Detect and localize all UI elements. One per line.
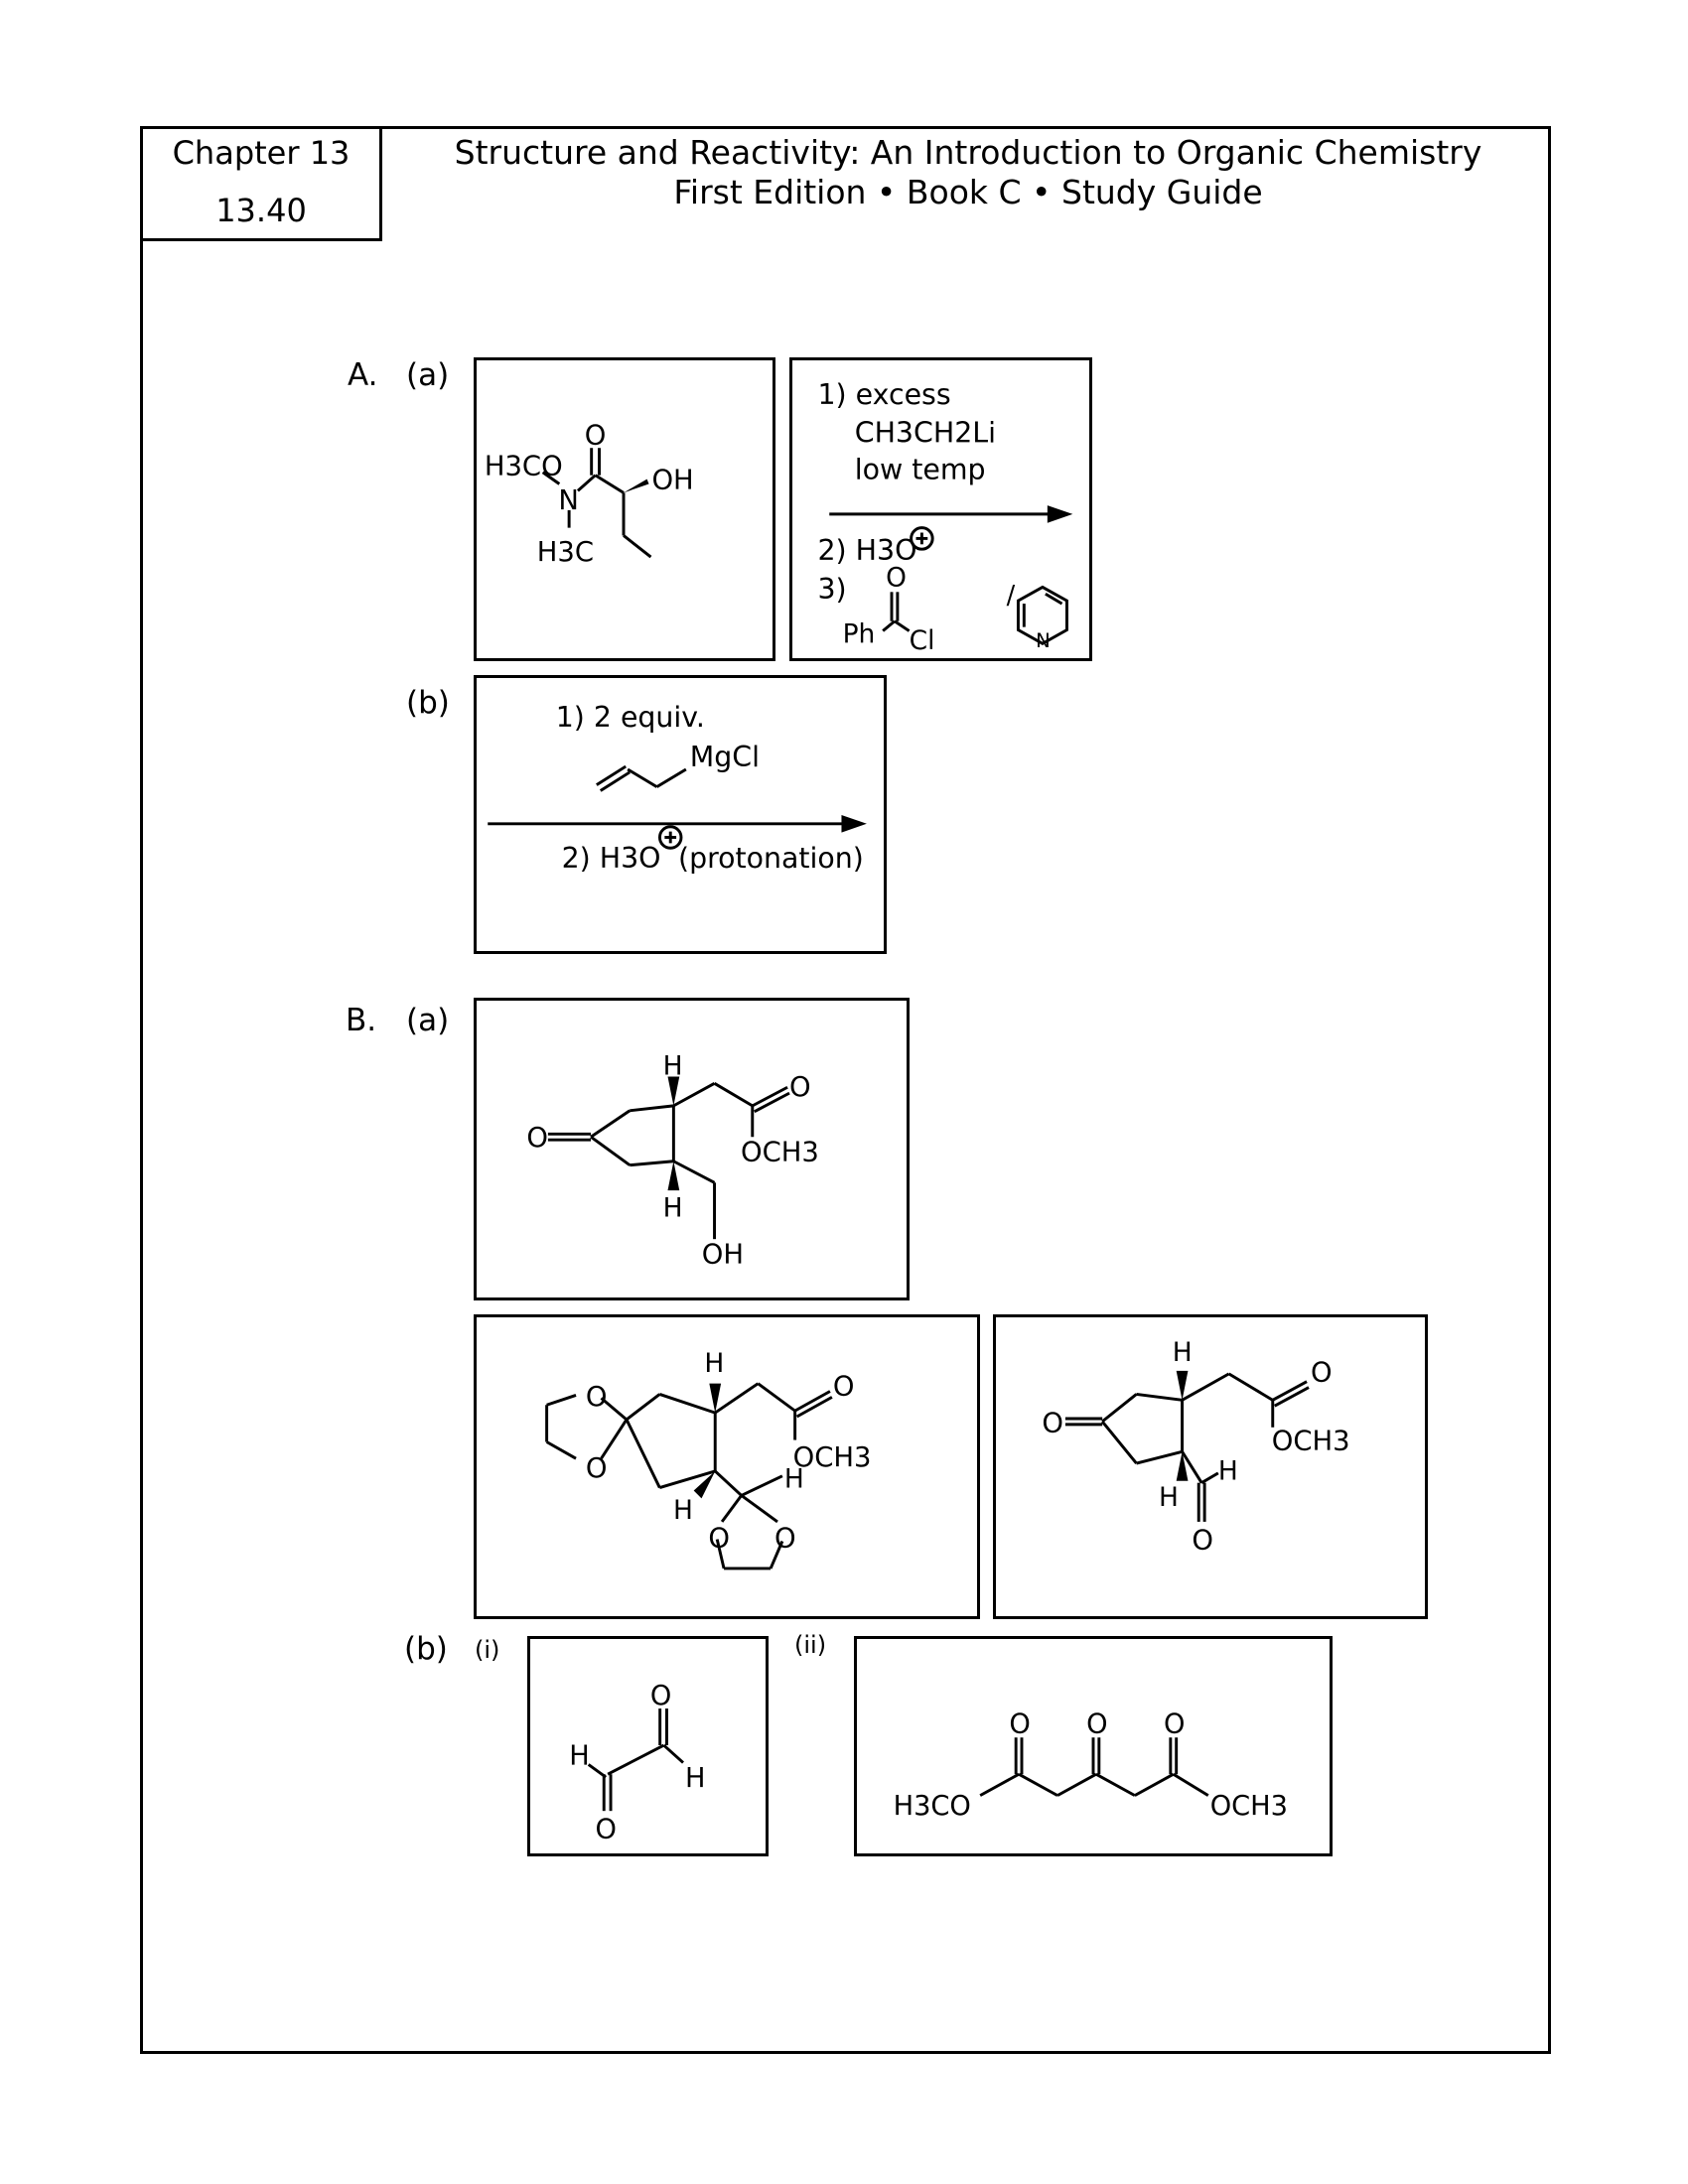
part-a-a-label: (a) xyxy=(406,357,450,393)
right-ketone-o-text: O xyxy=(1042,1409,1063,1439)
keto-aldehyde-structure: O H H H O O OCH3 xyxy=(993,1314,1428,1619)
right-och3-text: OCH3 xyxy=(1272,1426,1350,1456)
reaction-arrow-head xyxy=(1047,505,1073,523)
acetal-h-text: H xyxy=(784,1464,804,1495)
problem-number: 13.40 xyxy=(215,192,307,229)
acetal-o2-text: O xyxy=(586,1453,608,1484)
ketone-o-text: O xyxy=(526,1123,548,1154)
keto-aldehyde-drawing: O H H H O O OCH3 xyxy=(1042,1337,1350,1556)
dione-o1-text: O xyxy=(1009,1708,1030,1739)
aldehyde-o-text: O xyxy=(1192,1525,1213,1556)
book-title: Structure and Reactivity: An Introductio… xyxy=(454,133,1482,172)
part-b-a-label: (a) xyxy=(406,1003,450,1038)
nitrogen-text: N xyxy=(558,485,579,516)
allyl-chain xyxy=(596,764,687,792)
right-methoxy-text: OCH3 xyxy=(1210,1791,1288,1822)
methoxy-text: H3CO xyxy=(485,452,563,482)
glyoxal-h2-text: H xyxy=(685,1763,705,1794)
section-a-label: A. xyxy=(348,357,378,393)
b-plus-charge-icon xyxy=(657,825,683,850)
part-a-b-label: (b) xyxy=(406,685,450,721)
carbonyl-o-text: O xyxy=(585,420,607,451)
slash-text: / xyxy=(1007,581,1016,611)
glyoxal-o1-text: O xyxy=(650,1681,671,1711)
step3-text: 3) xyxy=(817,573,846,606)
part-b-b-i-label: (i) xyxy=(475,1636,500,1664)
alcohol-text: OH xyxy=(702,1240,744,1271)
part-b-b-label: (b) xyxy=(404,1631,448,1667)
acetal-o1-text: O xyxy=(586,1382,608,1413)
left-ester-o-text: O xyxy=(833,1371,855,1402)
left-methoxy-text: H3CO xyxy=(894,1791,971,1822)
left-top-h-text: H xyxy=(704,1348,724,1379)
reagents-a-drawing: 1) excess CH3CH2Li low temp 2) H3O 3) O … xyxy=(817,378,1073,656)
book-subtitle: First Edition • Book C • Study Guide xyxy=(673,173,1263,211)
glyoxal-o2-text: O xyxy=(595,1814,616,1844)
section-b-label: B. xyxy=(346,1003,377,1038)
bis-acetal-structure: O O H H H O O O OCH3 xyxy=(474,1314,980,1619)
chloride-text: Cl xyxy=(910,625,935,656)
b-step1-text: 1) 2 equiv. xyxy=(556,701,705,734)
aldehyde-h-text: H xyxy=(1218,1456,1238,1487)
right-ester-o-text: O xyxy=(1311,1358,1333,1389)
top-h-text: H xyxy=(663,1051,683,1082)
acetal-o3-text: O xyxy=(708,1523,730,1554)
right-bottom-h-text: H xyxy=(1159,1482,1179,1513)
ethyllithium-text: CH3CH2Li xyxy=(855,416,996,449)
left-och3-text: OCH3 xyxy=(793,1442,872,1473)
plus-charge-icon xyxy=(910,526,934,551)
dione-o3-text: O xyxy=(1164,1708,1185,1739)
reagents-box-a: 1) excess CH3CH2Li low temp 2) H3O 3) O … xyxy=(789,357,1092,661)
glyoxal-h1-text: H xyxy=(569,1740,589,1771)
reagents-b-drawing: 1) 2 equiv. MgCl 2) H3O (protonation) xyxy=(488,701,867,875)
low-temp-text: low temp xyxy=(855,454,986,486)
bottom-h-text: H xyxy=(663,1193,683,1224)
chapter-label: Chapter 13 xyxy=(172,134,351,172)
phenyl-text: Ph xyxy=(843,618,876,649)
step1-text: 1) excess xyxy=(817,378,950,411)
pyridine-ring xyxy=(1016,585,1068,645)
b-arrow-head xyxy=(841,814,867,833)
weinreb-amide-structure: H3CO N H3C O OH xyxy=(474,357,775,661)
chapter-box: Chapter 13 13.40 xyxy=(140,126,382,241)
bis-acetal-drawing: O O H H H O O O OCH3 xyxy=(545,1348,872,1570)
glyoxal-structure: H H O O xyxy=(527,1636,769,1856)
dione-o2-text: O xyxy=(1086,1708,1107,1739)
left-bottom-h-text: H xyxy=(673,1495,693,1526)
reagents-box-b: 1) 2 equiv. MgCl 2) H3O (protonation) xyxy=(474,675,887,954)
benzoyl-o-text: O xyxy=(886,562,907,593)
n-methyl-text: H3C xyxy=(537,537,594,568)
methyl-ester-text: OCH3 xyxy=(741,1138,819,1168)
b-step2-text: 2) H3O xyxy=(562,842,661,875)
right-top-h-text: H xyxy=(1173,1337,1193,1368)
step2-text: 2) H3O xyxy=(817,534,916,567)
grignard-text: MgCl xyxy=(690,741,760,773)
keto-ester-alcohol-drawing: O H H O OCH3 OH xyxy=(526,1051,819,1271)
page-frame xyxy=(140,126,1551,2054)
acetonedicarboxylate-structure: O O O H3CO OCH3 xyxy=(854,1636,1333,1856)
pyridine-n-text: N xyxy=(1036,629,1051,652)
keto-ester-alcohol-structure: O H H O OCH3 OH xyxy=(474,998,910,1300)
acetal-o4-text: O xyxy=(774,1523,796,1554)
part-b-b-ii-label: (ii) xyxy=(794,1631,827,1659)
weinreb-amide-drawing: H3CO N H3C O OH xyxy=(485,420,694,568)
acetonedicarboxylate-drawing: O O O H3CO OCH3 xyxy=(894,1708,1288,1822)
hydroxyl-text: OH xyxy=(651,465,693,495)
glyoxal-drawing: H H O O xyxy=(569,1681,705,1844)
protonation-text: (protonation) xyxy=(678,842,864,875)
ester-o-text: O xyxy=(789,1072,811,1103)
